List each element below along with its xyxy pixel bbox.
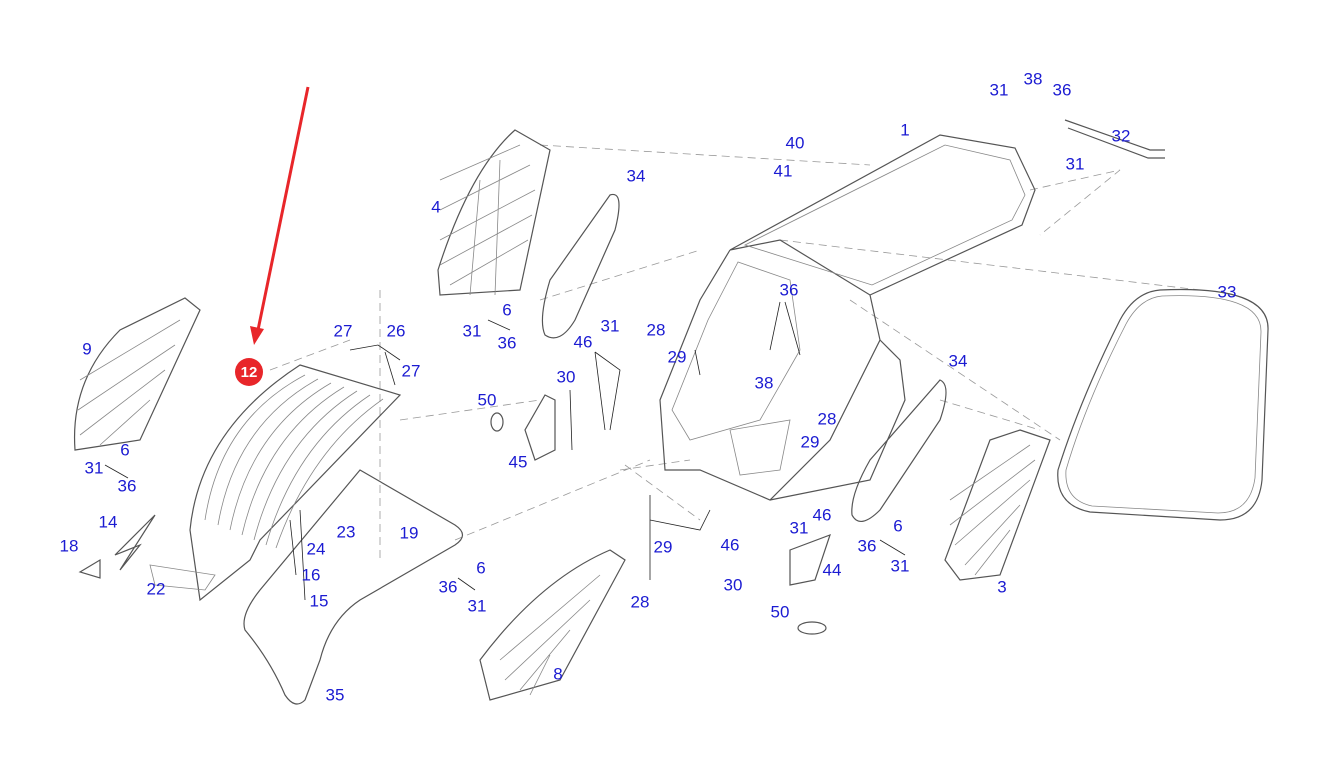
part-1-cab-roof	[659, 134, 1036, 501]
callout-label[interactable]: 36	[497, 333, 517, 353]
callout-label[interactable]: 36	[1052, 80, 1072, 100]
callout-label[interactable]: 50	[770, 602, 790, 622]
callout-label[interactable]: 4	[431, 197, 441, 217]
highlight-arrow	[250, 86, 310, 345]
callout-label[interactable]: 46	[573, 332, 593, 352]
callout-label[interactable]: 18	[59, 536, 79, 556]
part-9-side-panel	[73, 297, 201, 451]
callout-label[interactable]: 24	[306, 539, 326, 559]
callout-label[interactable]: 8	[553, 664, 563, 684]
part-33-seal	[1057, 288, 1269, 521]
callout-label[interactable]: 28	[646, 320, 666, 340]
callout-label[interactable]: 38	[754, 373, 774, 393]
callout-label[interactable]: 26	[386, 321, 406, 341]
assembly-guide-lines	[269, 144, 1201, 560]
callout-label[interactable]: 16	[301, 565, 321, 585]
callout-label[interactable]: 31	[600, 316, 620, 336]
callout-label[interactable]: 22	[146, 579, 166, 599]
callout-label[interactable]: 9	[82, 339, 92, 359]
part-34-window-right	[851, 379, 947, 522]
callout-label[interactable]: 23	[336, 522, 356, 542]
part-8-side-panel	[479, 549, 626, 701]
callout-label[interactable]: 31	[462, 321, 482, 341]
callout-label[interactable]: 36	[857, 536, 877, 556]
part-12-hood-grille	[149, 364, 402, 602]
callout-label[interactable]: 30	[723, 575, 743, 595]
callout-label[interactable]: 15	[309, 591, 329, 611]
callout-label[interactable]: 44	[822, 560, 842, 580]
callout-label[interactable]: 31	[890, 556, 910, 576]
callout-label[interactable]: 31	[467, 596, 487, 616]
leader-lines	[104, 301, 906, 601]
callout-label[interactable]: 6	[502, 300, 512, 320]
callout-label[interactable]: 19	[399, 523, 419, 543]
callout-label[interactable]: 50	[477, 390, 497, 410]
callout-label[interactable]: 36	[117, 476, 137, 496]
callout-label[interactable]: 40	[785, 133, 805, 153]
part-3-side-panel	[944, 429, 1051, 581]
callout-label[interactable]: 46	[720, 535, 740, 555]
part-45-lamp	[524, 394, 556, 461]
callout-label[interactable]: 35	[325, 685, 345, 705]
part-34-window-left	[541, 193, 620, 339]
callout-label[interactable]: 46	[812, 505, 832, 525]
callout-label[interactable]: 30	[556, 367, 576, 387]
part-32-strip	[1064, 119, 1165, 159]
callout-label[interactable]: 38	[1023, 69, 1043, 89]
callout-label[interactable]: 6	[893, 516, 903, 536]
part-4-side-panel	[437, 129, 551, 296]
callout-label[interactable]: 41	[773, 161, 793, 181]
callout-label[interactable]: 34	[948, 351, 968, 371]
part-50-lens	[490, 412, 504, 432]
callout-label[interactable]: 29	[667, 347, 687, 367]
callout-label[interactable]: 3	[997, 577, 1007, 597]
callout-label[interactable]: 27	[333, 321, 353, 341]
callout-label[interactable]: 36	[438, 577, 458, 597]
callout-label[interactable]: 32	[1111, 126, 1131, 146]
part-35-seal	[243, 469, 464, 705]
callout-label[interactable]: 31	[789, 518, 809, 538]
callout-label[interactable]: 34	[626, 166, 646, 186]
callout-label[interactable]: 1	[900, 120, 910, 140]
highlighted-part-badge[interactable]: 12	[235, 358, 263, 386]
callout-label[interactable]: 45	[508, 452, 528, 472]
callout-label[interactable]: 31	[84, 458, 104, 478]
part-44-lamp	[789, 533, 831, 586]
callout-label[interactable]: 36	[779, 280, 799, 300]
callout-label[interactable]: 31	[1065, 154, 1085, 174]
callout-label[interactable]: 6	[476, 558, 486, 578]
callout-label[interactable]: 28	[630, 592, 650, 612]
part-50-lens-lower	[797, 621, 827, 635]
callout-label[interactable]: 31	[989, 80, 1009, 100]
callout-label[interactable]: 29	[800, 432, 820, 452]
callout-label[interactable]: 27	[401, 361, 421, 381]
part-14-bracket	[114, 514, 156, 571]
callout-label[interactable]: 6	[120, 440, 130, 460]
callout-label[interactable]: 33	[1217, 282, 1237, 302]
callout-label[interactable]: 14	[98, 512, 118, 532]
part-18-emblem	[78, 558, 101, 579]
callout-label[interactable]: 29	[653, 537, 673, 557]
callout-label[interactable]: 28	[817, 409, 837, 429]
